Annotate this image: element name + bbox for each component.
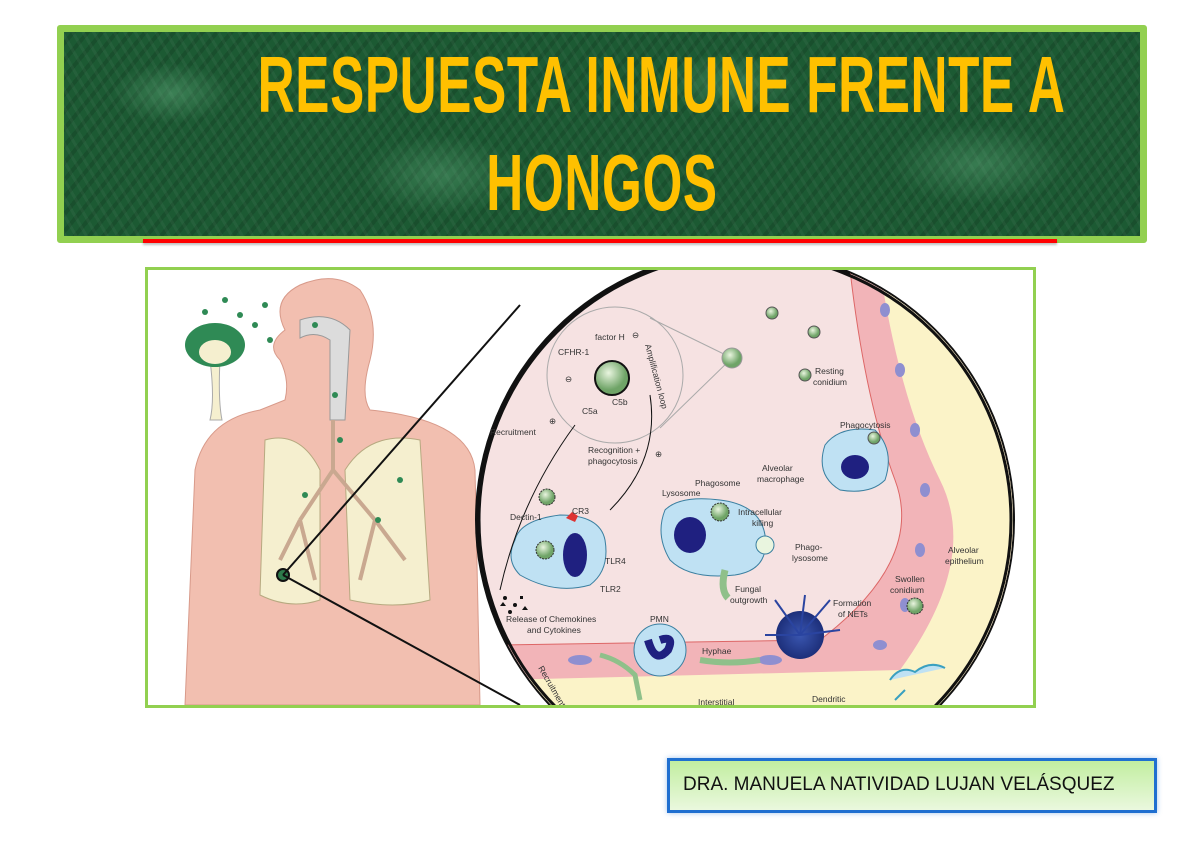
author-name: DRA. MANUELA NATIVIDAD LUJAN VELÁSQUEZ: [683, 774, 1115, 795]
label-killing: killing: [752, 518, 774, 528]
label-alveolar-macrophage-2: macrophage: [757, 474, 805, 484]
label-resting: Resting: [815, 366, 844, 376]
label-nets: of NETs: [838, 609, 868, 619]
label-dendritic: Dendritic: [812, 694, 846, 704]
label-fungal: Fungal: [735, 584, 761, 594]
label-alveolar-macrophage-1: Alveolar: [762, 463, 793, 473]
label-dectin1: Dectin-1: [510, 512, 542, 522]
label-hyphae: Hyphae: [702, 646, 732, 656]
label-phagocytosis-recognition: phagocytosis: [588, 456, 638, 466]
alveolus-zoom: factor H CFHR-1 C5b C5a Amplification lo…: [475, 270, 1015, 705]
title-line-2: HONGOS: [486, 138, 718, 227]
minus-sign: ⊖: [565, 374, 572, 384]
label-intracellular: Intracellular: [738, 507, 782, 517]
label-formation: Formation: [833, 598, 872, 608]
label-release: Release of Chemokines: [506, 614, 596, 624]
label-pmn: PMN: [650, 614, 669, 624]
label-cytokines: and Cytokines: [527, 625, 581, 635]
plus-sign: ⊕: [549, 416, 556, 426]
label-outgrowth: outgrowth: [730, 595, 768, 605]
human-torso: [184, 278, 521, 705]
label-lysosome: Lysosome: [662, 488, 701, 498]
label-cr3: CR3: [572, 506, 589, 516]
label-alveolar-epithelium-1: Alveolar: [948, 545, 979, 555]
label-phagocytosis: Phagocytosis: [840, 420, 891, 430]
minus-sign: ⊖: [632, 330, 639, 340]
immune-response-diagram: factor H CFHR-1 C5b C5a Amplification lo…: [184, 270, 1015, 705]
plus-sign: ⊕: [655, 449, 662, 459]
author-box: DRA. MANUELA NATIVIDAD LUJAN VELÁSQUEZ: [667, 758, 1157, 813]
label-lysosome-2: lysosome: [792, 553, 828, 563]
label-tlr2: TLR2: [600, 584, 621, 594]
label-conidium: conidium: [813, 377, 847, 387]
label-swollen-conidium: conidium: [890, 585, 924, 595]
label-c5b: C5b: [612, 397, 628, 407]
label-cfhr1: CFHR-1: [558, 347, 589, 357]
title-banner: RESPUESTA INMUNE FRENTE A HONGOS: [57, 25, 1147, 243]
label-tlr4: TLR4: [605, 556, 626, 566]
label-factor-h: factor H: [595, 332, 625, 342]
label-phagosome: Phagosome: [695, 478, 741, 488]
slide-title: RESPUESTA INMUNE FRENTE A HONGOS: [257, 36, 1066, 232]
aspergillus-fungus: [185, 297, 403, 523]
label-c5a: C5a: [582, 406, 598, 416]
title-line-1: RESPUESTA INMUNE FRENTE A: [257, 40, 1066, 129]
label-recruitment-top: Recruitment: [490, 427, 536, 437]
title-underline: [143, 239, 1057, 243]
diagram-frame: factor H CFHR-1 C5b C5a Amplification lo…: [145, 267, 1036, 708]
label-swollen: Swollen: [895, 574, 925, 584]
label-alveolar-epithelium-2: epithelium: [945, 556, 984, 566]
label-interstitial: Interstitial: [698, 697, 734, 705]
label-phago: Phago-: [795, 542, 823, 552]
label-recognition: Recognition +: [588, 445, 640, 455]
